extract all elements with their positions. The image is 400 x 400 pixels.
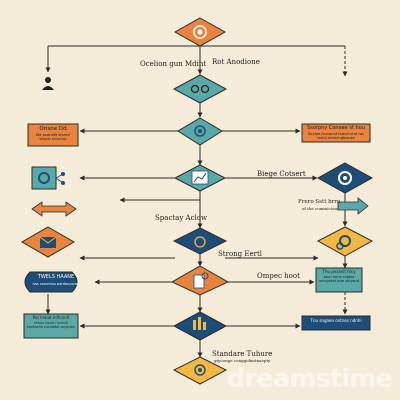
diamond-target-3[interactable] [177, 117, 223, 146]
orange-right-title: Ssorpny Coneee st hou [307, 125, 365, 131]
label-top-left: Ocelion gun Mdint [140, 60, 207, 68]
diamond-chart-4[interactable] [173, 164, 227, 192]
label-mid-center-2: Ompec hoot [257, 272, 300, 280]
document-icon [193, 274, 205, 289]
blue-box-right[interactable] [301, 315, 371, 331]
gears-diamond-right[interactable] [316, 226, 374, 257]
label-bottom-center-sub: gtyconge conggolimtnaepty [214, 358, 271, 363]
teal-box-left[interactable] [23, 313, 79, 339]
teal-left-body: tehun tunen Innnet tanhunte cunpetat ony… [27, 321, 75, 329]
gear-icon [38, 172, 50, 184]
target-icon [193, 25, 207, 39]
diamond-doc-6[interactable] [170, 265, 230, 296]
blue-left-title: TWELS HAANE [37, 274, 75, 280]
gear-icon [339, 235, 351, 247]
gear-icon [338, 171, 352, 185]
diamond-target-bottom[interactable] [172, 356, 228, 385]
mail-diamond-left[interactable] [20, 226, 76, 258]
label-mid-center: Strong Eertl [218, 250, 263, 258]
target-icon [194, 125, 206, 137]
diamond-chart-7[interactable] [172, 311, 228, 341]
diamond-link-2[interactable] [172, 74, 228, 104]
label-right-small-sub: of the commiction [302, 206, 339, 211]
gears-box-left[interactable] [31, 166, 65, 190]
teal-box-right[interactable] [315, 267, 363, 293]
diamond-target-top[interactable] [173, 17, 227, 47]
label-right-small: Frero Sstt brro [298, 199, 341, 205]
target-icon [194, 364, 206, 376]
double-arrow-left[interactable] [31, 201, 77, 217]
label-top-right: Rot Anodione [212, 58, 260, 66]
teal-left-title: Pot Indiat inftcnnit [32, 315, 70, 320]
gear-diamond-right[interactable] [316, 162, 374, 194]
arrow-right-shape[interactable] [337, 197, 369, 215]
orange-box-right[interactable] [301, 123, 371, 143]
orange-left-body: Ste prstnilltt stomal tenpst shunnse [35, 133, 71, 141]
diamond-bag-5[interactable] [172, 227, 228, 255]
orange-left-title: Orisne Dd [39, 126, 67, 132]
label-mid-right: Biege Cotsert [257, 170, 306, 178]
blue-rounded-box-left[interactable] [24, 271, 78, 293]
connectors [45, 45, 348, 358]
bag-icon [194, 236, 206, 248]
orange-box-left[interactable] [27, 123, 79, 147]
link-icon [190, 84, 200, 94]
watermark: dreamstime [226, 364, 393, 394]
bar-chart-icon [193, 320, 196, 330]
blue-right-title: Tnu sngnen ontnes ndnhi [310, 318, 362, 323]
blue-left-body: nas conuntus perdocyunes [32, 282, 80, 286]
teal-right-body: ssun ntiny sngtos omnyetet tore sntysnd [319, 275, 359, 283]
orange-right-body: Bectoe bnrconut tnmelnd ot ros tnmd dnds… [308, 132, 364, 140]
label-left-mid: Spactay Aclow [155, 214, 207, 222]
label-bottom-center: Standare Tuhure [212, 350, 273, 358]
person-icon [42, 77, 54, 90]
teal-right-title: Thu pvsanit hicy [322, 269, 356, 274]
gear-icon [201, 272, 209, 280]
